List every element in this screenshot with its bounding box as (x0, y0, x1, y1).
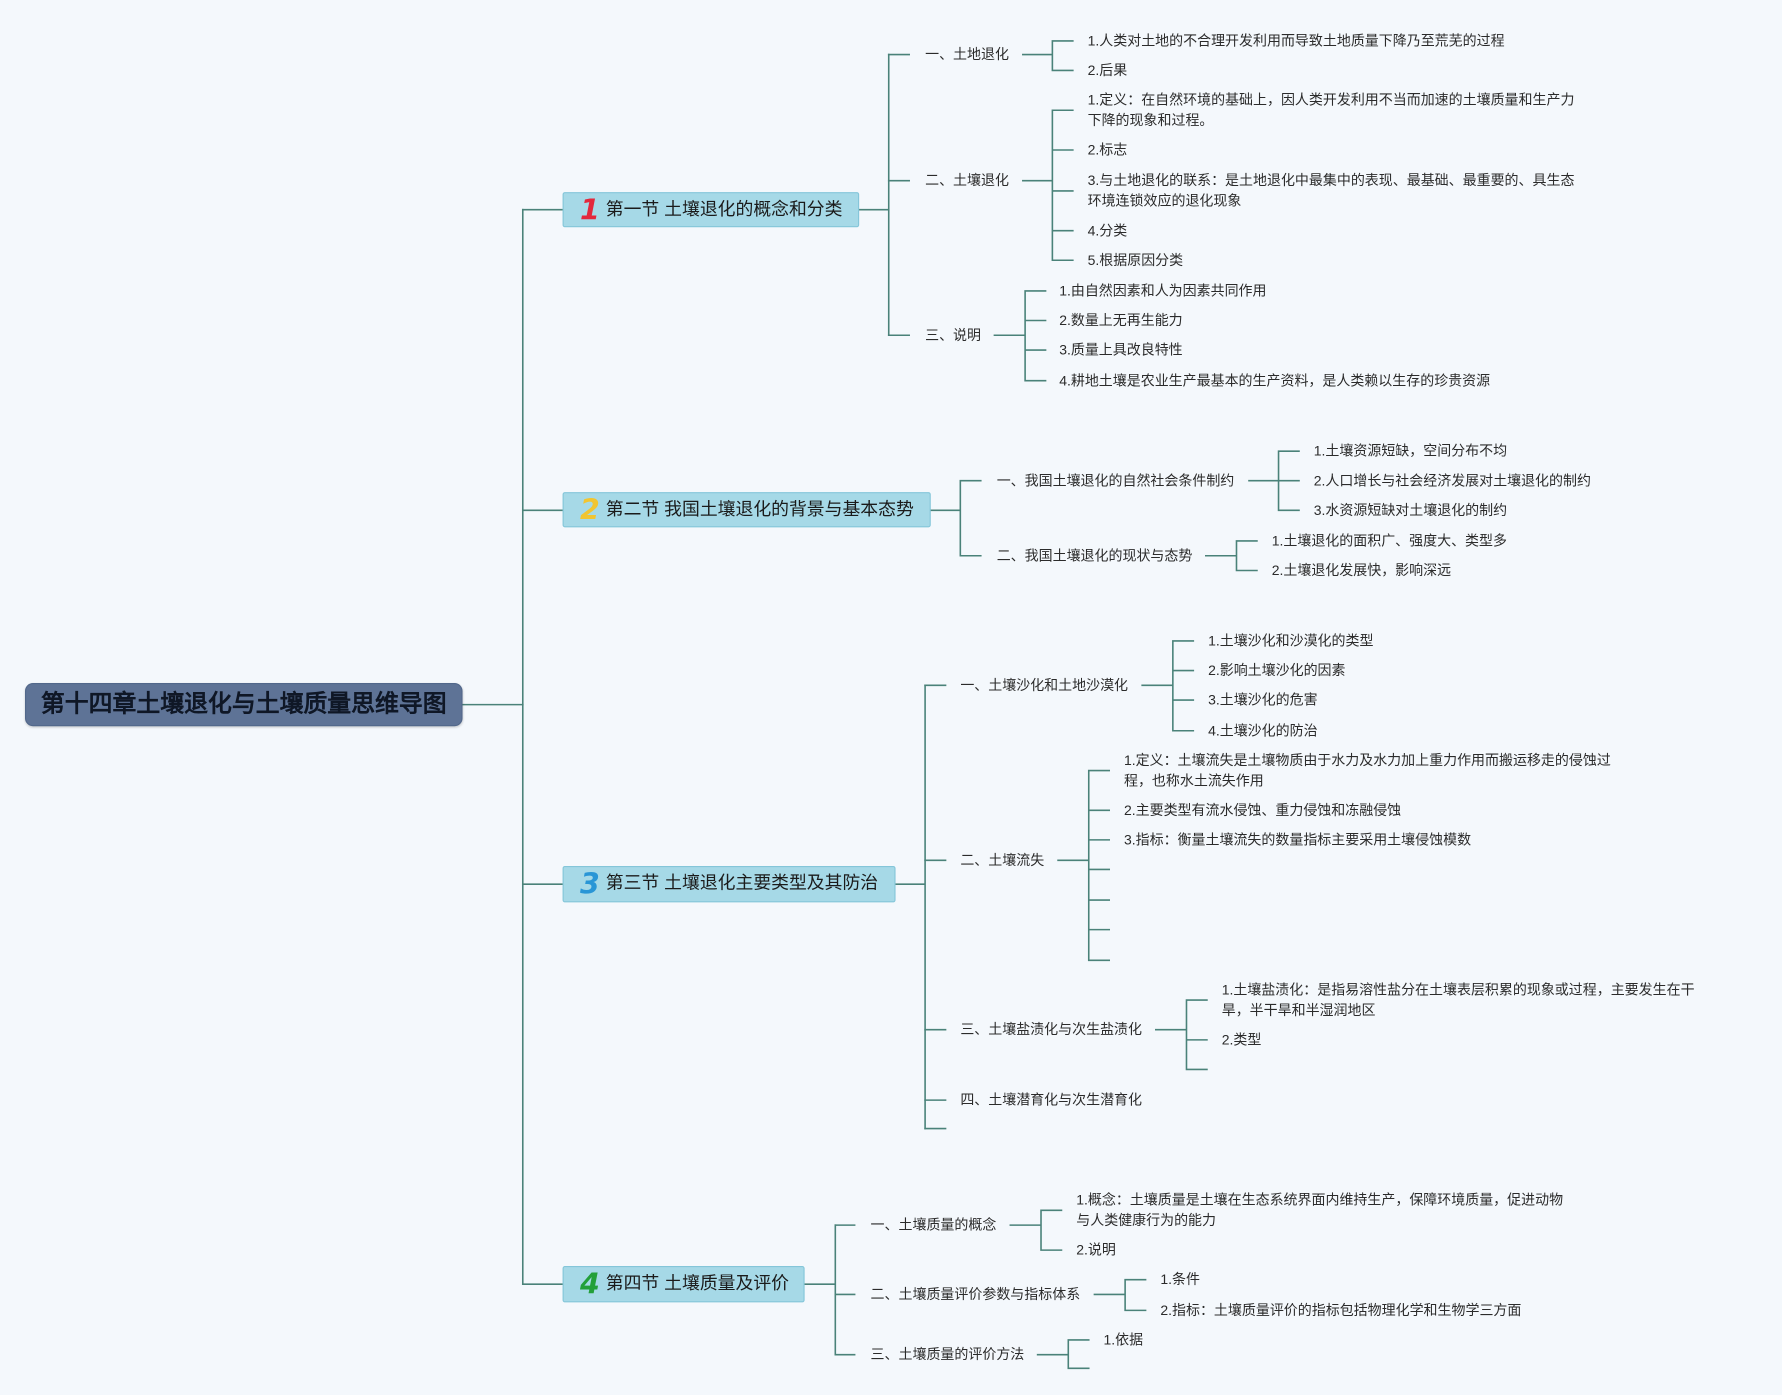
subtopic-land-degradation: 一、土地退化 (925, 46, 1009, 63)
root-topic: 第十四章土壤退化与土壤质量思维导图 (25, 683, 463, 727)
subtopic-soil-quality-concept: 一、土壤质量的概念 (870, 1217, 997, 1234)
connector-line (1248, 450, 1300, 512)
subtopic-soil-loss: 二、土壤流失 (960, 852, 1045, 869)
connector-line (929, 479, 982, 557)
connector-line (1036, 1339, 1090, 1370)
leaf-node: 1.土壤盐渍化：是指易溶性盐分在土壤表层积累的现象或过程，主要发生在干旱，半干旱… (1221, 981, 1695, 1019)
leaf-node: 2.主要类型有流水侵蚀、重力侵蚀和冻融侵蚀 (1123, 802, 1402, 819)
leaf-node: 3.质量上具改良特性 (1059, 342, 1183, 358)
connector-line (834, 1224, 856, 1356)
subtopic-gleization: 四、土壤潜育化与次生潜育化 (960, 1092, 1143, 1109)
leaf-node: 5.根据原因分类 (1087, 252, 1184, 269)
connector-line (1022, 40, 1074, 72)
leaf-node: 4.土壤沙化的防治 (1208, 722, 1318, 739)
section-1-topic: 1 第一节 土壤退化的概念和分类 (562, 192, 860, 228)
root-title: 第十四章土壤退化与土壤质量思维导图 (40, 690, 447, 718)
section-number-2: 2 (579, 493, 600, 527)
leaf-node: 1.土壤资源短缺，空间分布不均 (1313, 443, 1508, 460)
leaf-node: 4.耕地土壤是农业生产最基本的生产资料，是人类赖以生存的珍贵资源 (1059, 372, 1491, 389)
subtopic-status-trend: 二、我国土壤退化的现状与态势 (996, 547, 1193, 564)
leaf-node: 2.类型 (1221, 1031, 1262, 1048)
section-2-connectors (929, 450, 1300, 572)
connector-line (803, 1224, 837, 1356)
connector-line (894, 684, 926, 1130)
connector-line (1057, 769, 1110, 962)
leaf-node: 1.定义：土壤流失是土壤物质由于水力及水力加上重力作用而搬运移走的侵蚀过程，也称… (1123, 752, 1611, 789)
connector-line (993, 290, 1047, 382)
leaf-node: 2.影响土壤沙化的因素 (1208, 662, 1346, 679)
leaf-node: 2.数量上无再生能力 (1059, 312, 1183, 329)
section-title-2: 第二节 我国土壤退化的背景与基本态势 (605, 500, 914, 520)
leaf-node: 1.土壤沙化和沙漠化的类型 (1208, 633, 1374, 649)
section-1-connectors (858, 40, 1074, 382)
section-3-connectors (894, 640, 1208, 1130)
connector-line (887, 53, 910, 337)
leaf-node: 1.依据 (1103, 1331, 1144, 1348)
section-title-4: 第四节 土壤质量及评价 (605, 1273, 789, 1294)
section-title-1: 第一节 土壤退化的概念和分类 (605, 200, 843, 220)
connector-line (1155, 999, 1208, 1071)
leaf-node: 2.土壤退化发展快，影响深远 (1271, 562, 1452, 579)
leaf-node: 1.条件 (1160, 1271, 1200, 1288)
connector-line (1205, 540, 1258, 572)
leaf-node: 2.说明 (1076, 1242, 1116, 1259)
leaf-node: 2.人口增长与社会经济发展对土壤退化的制约 (1313, 472, 1591, 489)
leaf-node: 1.人类对土地的不合理开发利用而导致土地质量下降乃至荒芜的过程 (1087, 32, 1505, 49)
leaf-node: 4.分类 (1087, 222, 1128, 239)
subtopic-desertification: 一、土壤沙化和土地沙漠化 (960, 677, 1129, 694)
section-4-topic: 4 第四节 土壤质量及评价 (562, 1266, 805, 1303)
leaf-node: 1.概念：土壤质量是土壤在生态系统界面内维持生产，保障环境质量，促进动物与人类健… (1076, 1192, 1564, 1229)
leaf-node: 3.指标：衡量土壤流失的数量指标主要采用土壤侵蚀模数 (1123, 831, 1472, 848)
trunk-connectors (461, 208, 564, 1286)
section-3-topic: 3 第三节 土壤退化主要类型及其防治 (562, 865, 896, 903)
leaf-node: 1.定义：在自然环境的基础上，因人类开发利用不当而加速的土壤质量和生产力下降的现… (1087, 92, 1575, 129)
leaf-node: 3.土壤沙化的危害 (1208, 692, 1318, 709)
section-number-3: 3 (579, 867, 600, 901)
leaf-node: 2.标志 (1087, 142, 1128, 158)
subtopic-evaluation-indicators: 二、土壤质量评价参数与指标体系 (870, 1286, 1081, 1303)
connector-line (1093, 1278, 1147, 1312)
subtopic-soil-degradation: 二、土壤退化 (925, 172, 1009, 189)
subtopic-salinization: 三、土壤盐渍化与次生盐渍化 (960, 1021, 1143, 1038)
section-2-topic: 2 第二节 我国土壤退化的背景与基本态势 (562, 492, 931, 528)
section-4-connectors (803, 1209, 1147, 1370)
connector-line (1022, 109, 1074, 262)
leaf-node: 1.土壤退化的面积广、强度大、类型多 (1271, 533, 1507, 549)
section-number-4: 4 (579, 1267, 600, 1301)
section-title-3: 第三节 土壤退化主要类型及其防治 (605, 873, 879, 894)
subtopic-evaluation-methods: 三、土壤质量的评价方法 (870, 1346, 1025, 1363)
connector-line (1009, 1209, 1063, 1251)
leaf-node: 2.后果 (1087, 62, 1128, 79)
subtopic-explanation: 三、说明 (925, 327, 982, 344)
leaf-node: 3.与土地退化的联系：是土地退化中最集中的表现、最基础、最重要的、具生态环境连锁… (1087, 172, 1575, 210)
leaf-node: 3.水资源短缺对土壤退化的制约 (1313, 502, 1508, 519)
section-number-1: 1 (579, 193, 600, 227)
leaf-node: 2.指标：土壤质量评价的指标包括物理化学和生物学三方面 (1160, 1302, 1522, 1319)
subtopic-natural-social-constraints: 一、我国土壤退化的自然社会条件制约 (996, 472, 1235, 489)
connector-line (924, 684, 947, 1130)
leaf-node: 1.由自然因素和人为因素共同作用 (1059, 282, 1267, 299)
connector-line (1141, 640, 1195, 732)
